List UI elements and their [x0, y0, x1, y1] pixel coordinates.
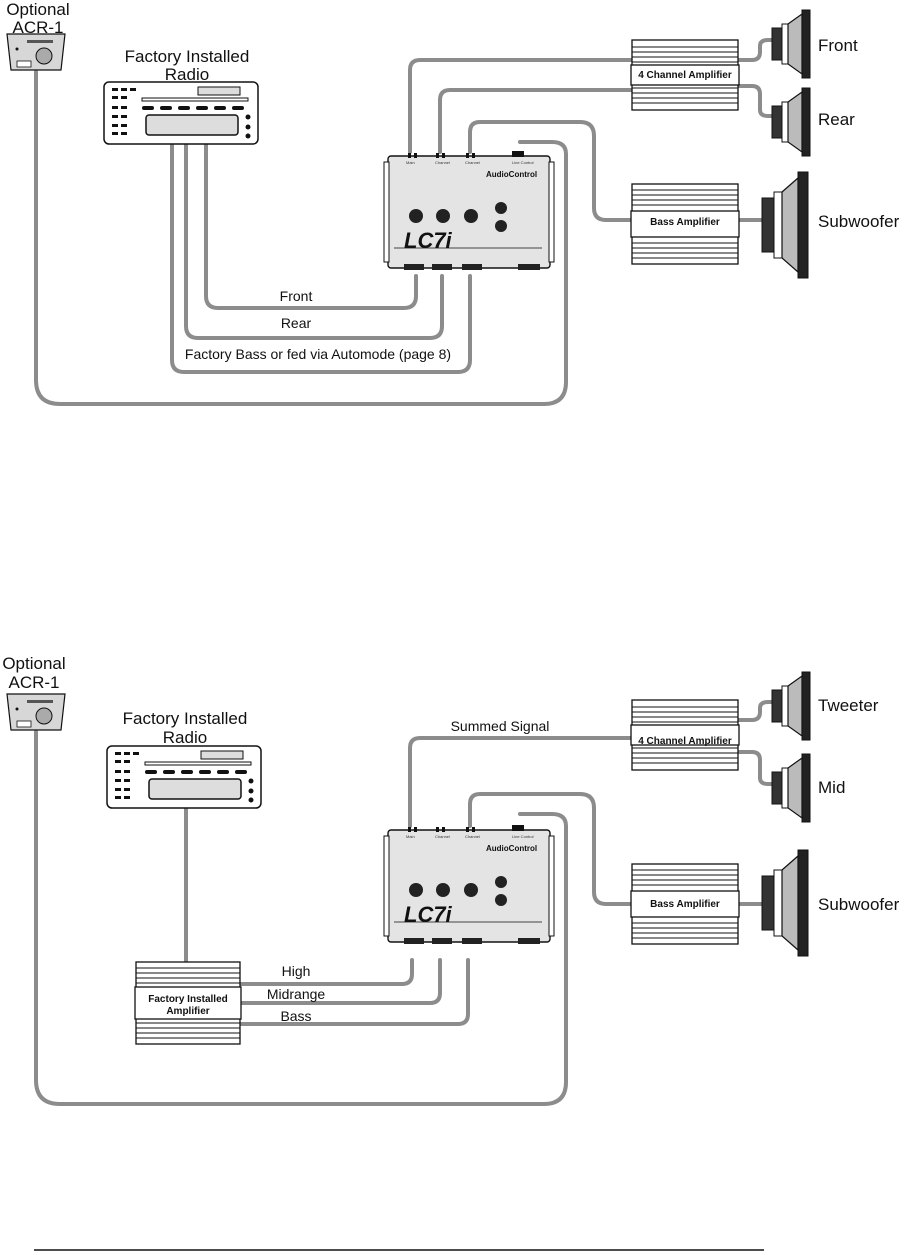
- wire-bass-2: [238, 958, 470, 1026]
- wire-acr-2: [34, 730, 568, 1106]
- radio-label: Factory Installed: [125, 47, 250, 66]
- model-label: LC7i: [404, 228, 453, 253]
- radio-label-d2-2: Radio: [163, 728, 207, 747]
- speaker-rear-label: Rear: [818, 110, 855, 129]
- factory-radio: [103, 81, 259, 145]
- wire-front-in: [204, 142, 418, 310]
- optional-label: Optional: [6, 0, 69, 19]
- diagram-1: Optional ACR-1 Factory Installed Radio A…: [6, 0, 900, 406]
- acr-label: ACR-1: [12, 18, 63, 37]
- wire-amp-tweeter: [736, 700, 784, 722]
- acr-remote-2: [6, 693, 66, 731]
- wire-sub-out-2: [468, 792, 634, 906]
- speaker-tweeter-label: Tweeter: [818, 696, 879, 715]
- front-speaker: [771, 9, 811, 79]
- radio-label-2: Radio: [165, 65, 209, 84]
- subwoofer-speaker: [761, 171, 809, 279]
- optional-label-2: Optional: [2, 654, 65, 673]
- brand-label: AudioControl: [486, 170, 537, 179]
- speaker-sub-label-2: Subwoofer: [818, 895, 900, 914]
- wire-bass-label: Factory Bass or fed via Automode (page 8…: [185, 346, 451, 362]
- bass-amp-label: Bass Amplifier: [650, 217, 720, 228]
- wire-high-label: High: [282, 963, 311, 979]
- bass-amp-label-2: Bass Amplifier: [650, 899, 720, 910]
- wire-acr-1: [34, 70, 568, 406]
- wire-amp-front-speaker: [736, 38, 784, 62]
- acr-remote: [6, 33, 66, 71]
- wire-front-out: [408, 58, 634, 154]
- brand-label-2: AudioControl: [486, 844, 537, 853]
- amp4-label: 4 Channel Amplifier: [638, 70, 732, 81]
- radio-label-d2: Factory Installed: [123, 709, 248, 728]
- four-channel-amp-2: [630, 699, 740, 771]
- wire-rear-label: Rear: [281, 315, 312, 331]
- wire-rear-in: [184, 142, 444, 340]
- rear-speaker: [771, 87, 811, 157]
- wire-front-label: Front: [280, 288, 313, 304]
- speaker-sub-label: Subwoofer: [818, 212, 900, 231]
- factory-amp-label: Factory Installed: [148, 994, 227, 1005]
- wire-sub-out: [468, 120, 634, 222]
- wire-rear-out: [438, 88, 634, 154]
- wire-amp-rear-speaker: [736, 84, 784, 118]
- wire-summed: [408, 736, 634, 828]
- mid-speaker: [771, 753, 811, 823]
- factory-radio-2: [106, 745, 262, 809]
- wire-midrange: [238, 958, 442, 1005]
- wire-high: [238, 958, 414, 986]
- tweeter-speaker: [771, 671, 811, 741]
- wire-bass-in: [170, 142, 472, 374]
- speaker-front-label: Front: [818, 36, 858, 55]
- speaker-mid-label: Mid: [818, 778, 845, 797]
- factory-amp-label-2: Amplifier: [166, 1006, 209, 1017]
- wire-amp-mid: [736, 750, 784, 786]
- model-label-2: LC7i: [404, 902, 453, 927]
- wire-midrange-label: Midrange: [267, 986, 326, 1002]
- summed-signal-label: Summed Signal: [451, 718, 550, 734]
- subwoofer-speaker-2: [761, 849, 809, 957]
- amp4-label-2: 4 Channel Amplifier: [638, 736, 732, 747]
- acr-label-2: ACR-1: [8, 673, 59, 692]
- wire-bass-label-2: Bass: [280, 1008, 311, 1024]
- diagram-2: Optional ACR-1 Factory Installed Radio F…: [2, 654, 900, 1106]
